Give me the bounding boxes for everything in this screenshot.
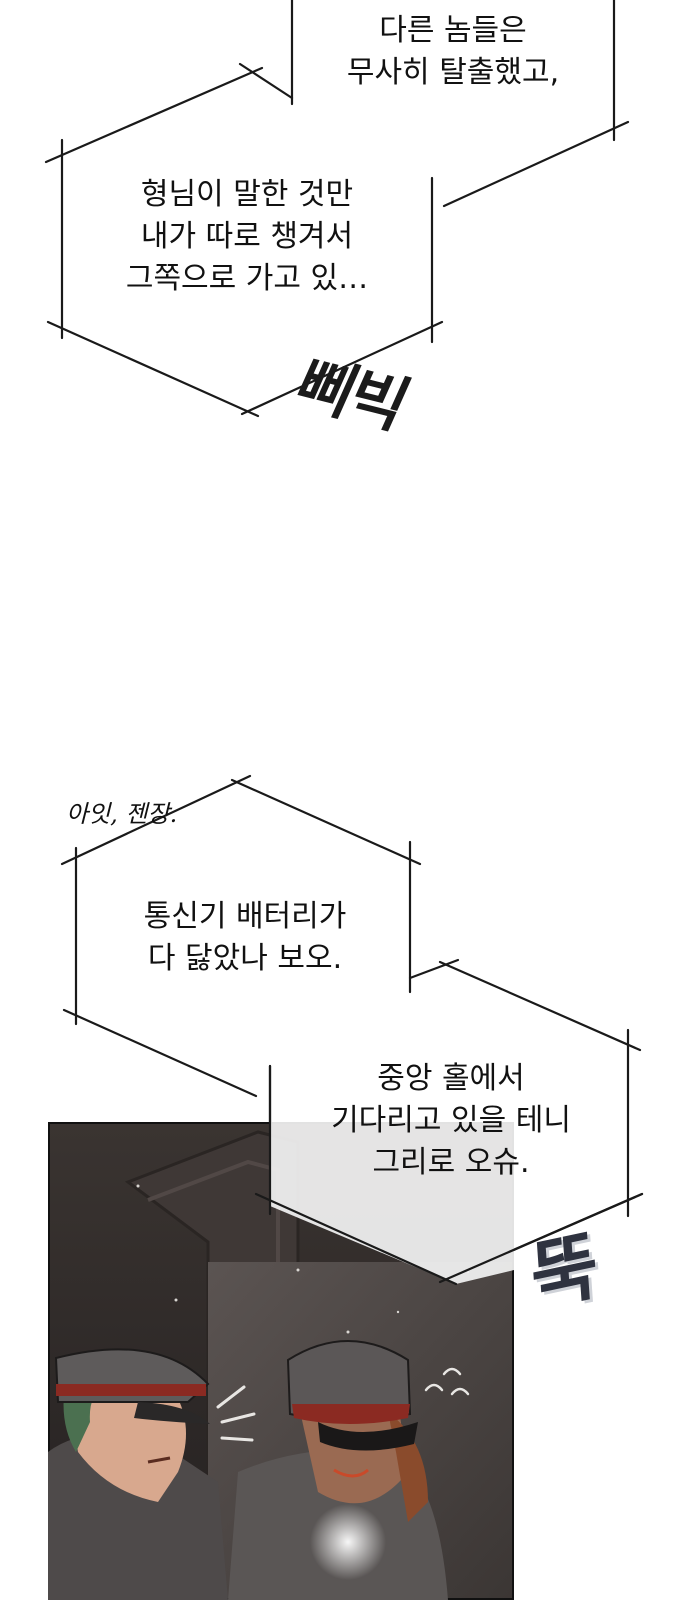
bubble-3-line-1: 통신기 배터리가 <box>143 899 347 934</box>
bubble-1-line-1: 다른 놈들은 <box>379 13 527 48</box>
bubble-4-line-1: 중앙 홀에서 <box>377 1061 525 1096</box>
bubble-3-outline <box>60 774 422 1098</box>
left-character <box>48 1348 228 1600</box>
bubble-4-text: 중앙 홀에서 기다리고 있을 테니 그리로 오슈. <box>296 1058 606 1184</box>
right-character <box>228 1340 448 1600</box>
bubble-2-text: 형님이 말한 것만 내가 따로 챙겨서 그쪽으로 가고 있… <box>92 174 402 300</box>
bubble-4-line-2: 기다리고 있을 테니 <box>331 1103 571 1138</box>
bubble-2-line-1: 형님이 말한 것만 <box>140 177 354 212</box>
bubble-3-line-2: 다 닳았나 보오. <box>147 941 343 976</box>
sfx-click: 뚝 <box>528 1221 601 1323</box>
bubble-2-line-3: 그쪽으로 가고 있… <box>125 261 369 296</box>
motion-marks <box>216 1385 256 1442</box>
bubble-1-outline <box>290 0 630 208</box>
bubble-2-outline <box>44 62 444 418</box>
bubble-4-line-3: 그리로 오슈. <box>372 1145 530 1180</box>
sweat-marks <box>424 1367 470 1396</box>
bubble-3-text: 통신기 배터리가 다 닳았나 보오. <box>100 896 390 980</box>
aside-remark: 아잇, 젠장. <box>66 800 178 828</box>
bubble-1-line-2: 무사히 탈출했고, <box>346 55 560 90</box>
bubble-1-text: 다른 놈들은 무사히 탈출했고, <box>318 10 588 94</box>
bubble-2-line-2: 내가 따로 챙겨서 <box>140 219 354 254</box>
